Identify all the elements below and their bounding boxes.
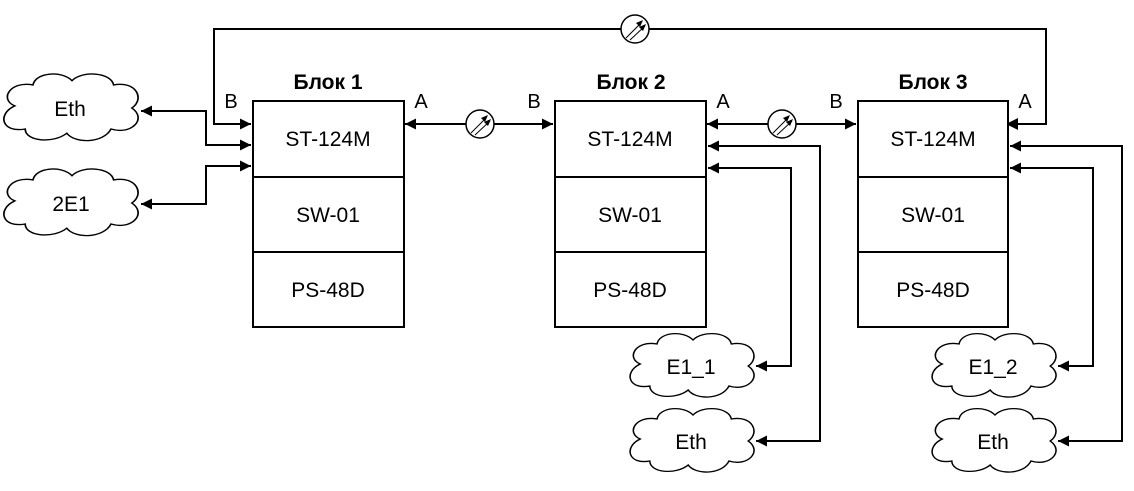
- connector-eth-block3: [1010, 140, 1123, 447]
- module-st-124m: [252, 100, 405, 178]
- module-sw-01: [857, 176, 1009, 253]
- cloud-label: E1_2: [968, 356, 1017, 379]
- block-1: Блок 1 B A ST-124M SW-01 PS-48D: [224, 71, 428, 328]
- block-2: Блок 2 B A ST-124M SW-01 PS-48D: [527, 71, 730, 328]
- connector-eth-block1: [141, 105, 251, 151]
- module-label: SW-01: [598, 204, 662, 227]
- module-label: PS-48D: [896, 279, 970, 302]
- module-ps-48d: [554, 251, 707, 328]
- cloud-label: Eth: [977, 431, 1009, 454]
- connector-2e1-block1: [141, 160, 251, 210]
- port-label-a: A: [716, 91, 730, 113]
- block-title: Блок 3: [898, 71, 967, 94]
- module-label: ST-124M: [587, 128, 672, 151]
- module-ps-48d: [857, 251, 1009, 328]
- port-label-a: A: [1018, 91, 1032, 113]
- module-label: ST-124M: [285, 128, 370, 151]
- module-label: SW-01: [296, 204, 360, 227]
- block-3: Блок 3 B A ST-124M SW-01 PS-48D: [829, 71, 1032, 328]
- cloud-label: E1_1: [666, 356, 715, 379]
- block-title: Блок 2: [596, 71, 665, 94]
- port-label-b: B: [224, 91, 237, 113]
- module-label: ST-124M: [890, 128, 975, 151]
- module-st-124m: [857, 100, 1009, 178]
- module-ps-48d: [252, 251, 405, 328]
- module-st-124m: [554, 100, 707, 178]
- module-label: PS-48D: [593, 279, 667, 302]
- module-label: PS-48D: [291, 279, 365, 302]
- port-label-b: B: [829, 91, 842, 113]
- optical-link-icon: [465, 109, 495, 139]
- connector-eth-block2: [708, 140, 821, 447]
- port-label-a: A: [414, 91, 428, 113]
- port-label-b: B: [527, 91, 540, 113]
- optical-link-icon: [620, 14, 650, 44]
- module-label: SW-01: [901, 204, 965, 227]
- module-sw-01: [554, 176, 707, 253]
- block-title: Блок 1: [293, 71, 362, 94]
- module-sw-01: [252, 176, 405, 253]
- cloud-label: Eth: [675, 431, 707, 454]
- optical-link-icon: [767, 109, 797, 139]
- cloud-label: Eth: [54, 98, 86, 121]
- cloud-label: 2E1: [52, 193, 89, 216]
